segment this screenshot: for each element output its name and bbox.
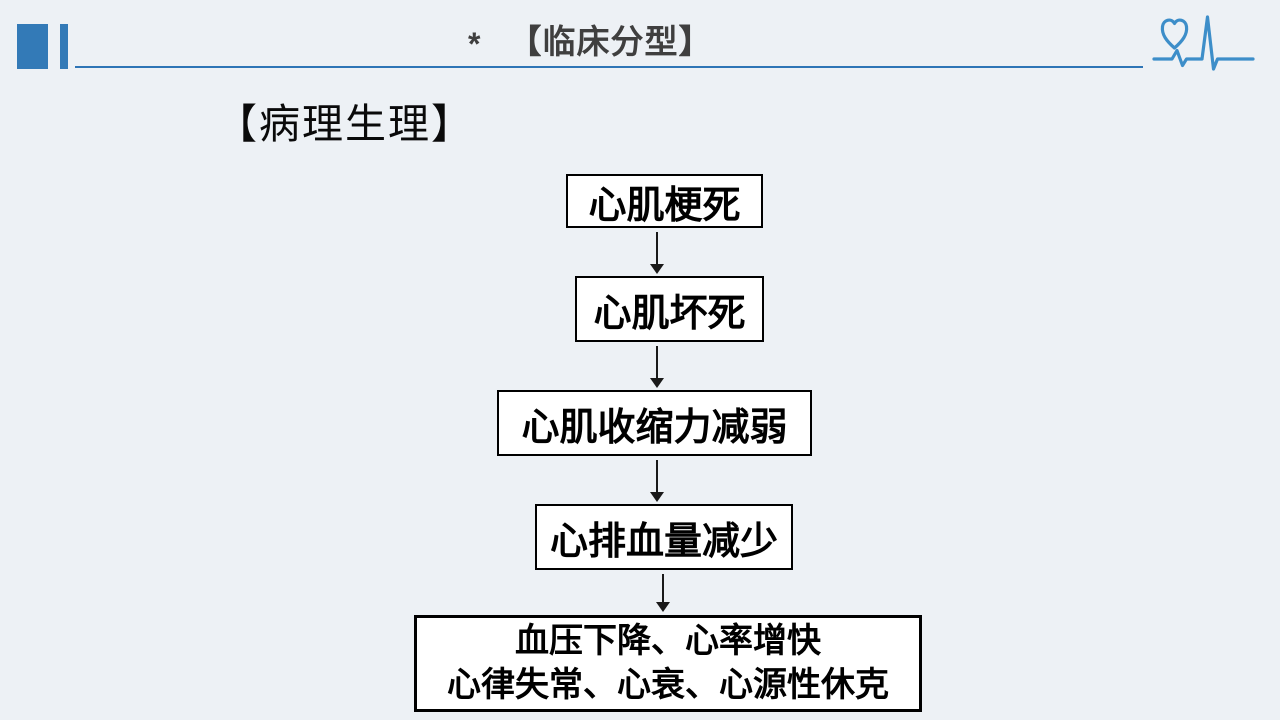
flow-box-myocardial-necrosis: 心肌坏死 <box>575 276 764 342</box>
arrow-head <box>650 264 664 274</box>
flow-box-outcomes: 血压下降、心率增快 心律失常、心衰、心源性休克 <box>414 615 922 712</box>
flow-box-text-line2: 心律失常、心衰、心源性休克 <box>447 666 889 704</box>
arrow-shaft <box>656 346 658 378</box>
header-asterisk: * <box>468 25 481 62</box>
flow-box-text: 心排血量减少 <box>549 520 778 563</box>
header-divider <box>75 66 1143 68</box>
arrow-shaft <box>662 574 664 602</box>
section-title: 【病理生理】 <box>216 101 474 147</box>
down-arrow-1 <box>650 232 664 274</box>
arrow-head <box>656 602 670 612</box>
slide-header: * 【临床分型】 <box>468 14 712 64</box>
flow-box-myocardial-infarction: 心肌梗死 <box>566 174 763 228</box>
down-arrow-2 <box>650 346 664 388</box>
arrow-shaft <box>656 460 658 492</box>
flow-box-text: 心肌收缩力减弱 <box>521 406 788 449</box>
flow-box-weakened-contractility: 心肌收缩力减弱 <box>497 390 812 456</box>
down-arrow-4 <box>656 574 670 612</box>
accent-bar <box>60 24 68 69</box>
arrow-head <box>650 492 664 502</box>
flow-box-text-line1: 血压下降、心率增快 <box>515 622 821 660</box>
accent-square <box>17 24 48 69</box>
flow-box-text: 心肌坏死 <box>593 292 746 335</box>
flow-box-reduced-cardiac-output: 心排血量减少 <box>535 504 793 570</box>
header-title: 【临床分型】 <box>508 23 713 60</box>
flow-box-text: 心肌梗死 <box>588 184 741 227</box>
heart-ecg-icon <box>1152 6 1260 85</box>
down-arrow-3 <box>650 460 664 502</box>
arrow-head <box>650 378 664 388</box>
arrow-shaft <box>656 232 658 264</box>
